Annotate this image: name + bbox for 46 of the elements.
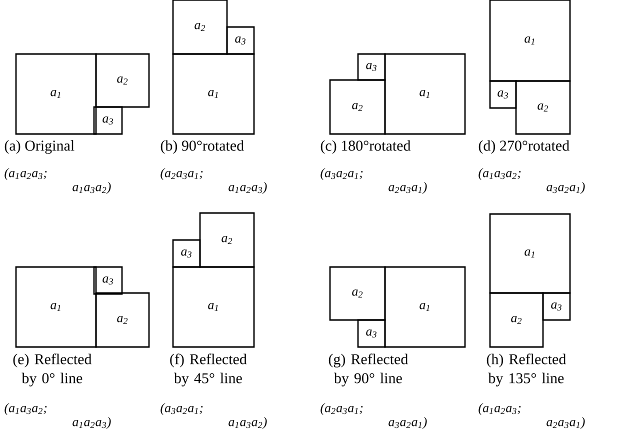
sequence-label: (a$_{2}$a$_{3}$a$_{1}$; (160, 168, 203, 180)
square-box: a$_{3}$ (357, 53, 386, 81)
sequence-label: (a$_{1}$a$_{3}$a$_{2}$; (478, 168, 521, 180)
square-box: a$_{1}$ (15, 266, 97, 348)
square-box: a$_{1}$ (15, 53, 97, 135)
square-box: a$_{1}$ (384, 53, 466, 135)
caption: (f) Reflected by 45° line (170, 354, 247, 386)
sequence-label: a$_{3}$a$_{2}$a$_{1}$) (388, 417, 427, 429)
sequence-label: (a$_{2}$a$_{3}$a$_{1}$; (320, 403, 363, 415)
square-box: a$_{3}$ (489, 80, 517, 109)
square-box: a$_{1}$ (172, 266, 255, 348)
square-box: a$_{2}$ (489, 292, 544, 348)
caption: (c) 180°rotated (320, 140, 411, 154)
square-box: a$_{2}$ (95, 292, 150, 348)
sequence-label: (a$_{1}$a$_{2}$a$_{3}$; (4, 168, 47, 180)
sequence-label: (a$_{1}$a$_{2}$a$_{3}$; (478, 403, 521, 415)
square-box: a$_{2}$ (515, 80, 571, 135)
caption: (b) 90°rotated (160, 140, 244, 154)
square-box: a$_{2}$ (329, 266, 386, 321)
square-box: a$_{1}$ (172, 53, 255, 135)
square-box: a$_{2}$ (95, 53, 150, 108)
sequence-label: a$_{1}$a$_{2}$a$_{3}$) (228, 182, 267, 194)
sequence-label: a$_{1}$a$_{3}$a$_{2}$) (228, 417, 267, 429)
sequence-label: a$_{1}$a$_{3}$a$_{2}$) (72, 182, 111, 194)
sequence-label: a$_{3}$a$_{2}$a$_{1}$) (546, 182, 585, 194)
square-box: a$_{1}$ (489, 213, 571, 294)
square-box: a$_{3}$ (93, 106, 123, 135)
square-box: a$_{2}$ (199, 212, 255, 268)
square-box: a$_{1}$ (384, 266, 466, 348)
square-box: a$_{3}$ (542, 292, 571, 321)
square-box: a$_{3}$ (172, 239, 201, 268)
caption: (a) Original (4, 140, 74, 154)
sequence-label: a$_{2}$a$_{3}$a$_{1}$) (546, 417, 585, 429)
square-box: a$_{3}$ (357, 319, 386, 348)
sequence-label: (a$_{1}$a$_{3}$a$_{2}$; (4, 403, 47, 415)
caption: (g) Reflected by 90° line (328, 354, 408, 386)
sequence-label: (a$_{3}$a$_{2}$a$_{1}$; (320, 168, 363, 180)
sequence-label: a$_{2}$a$_{3}$a$_{1}$) (388, 182, 427, 194)
caption: (e) Reflected by 0° line (13, 354, 92, 386)
sequence-label: (a$_{3}$a$_{2}$a$_{1}$; (160, 403, 203, 415)
caption: (h) Reflected by 135° line (486, 354, 566, 386)
caption: (d) 270°rotated (478, 140, 570, 154)
square-box: a$_{3}$ (93, 266, 123, 295)
sequence-label: a$_{1}$a$_{2}$a$_{3}$) (72, 417, 111, 429)
square-box: a$_{3}$ (226, 26, 255, 55)
square-box: a$_{2}$ (329, 79, 386, 135)
